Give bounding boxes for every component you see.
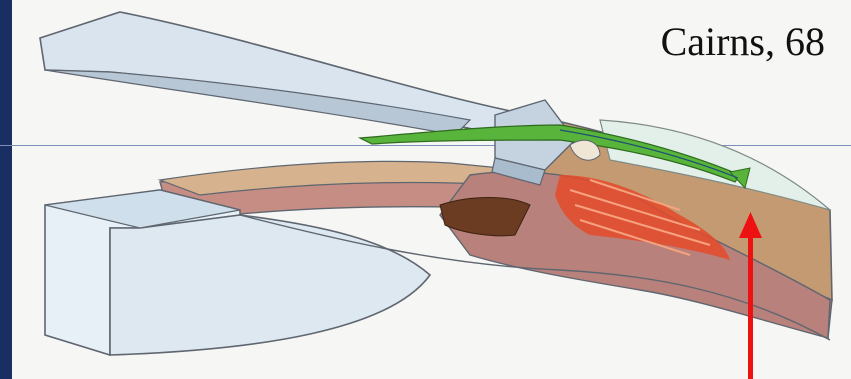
citation-label: Cairns, 68 xyxy=(661,22,825,62)
lens-side xyxy=(110,215,430,355)
